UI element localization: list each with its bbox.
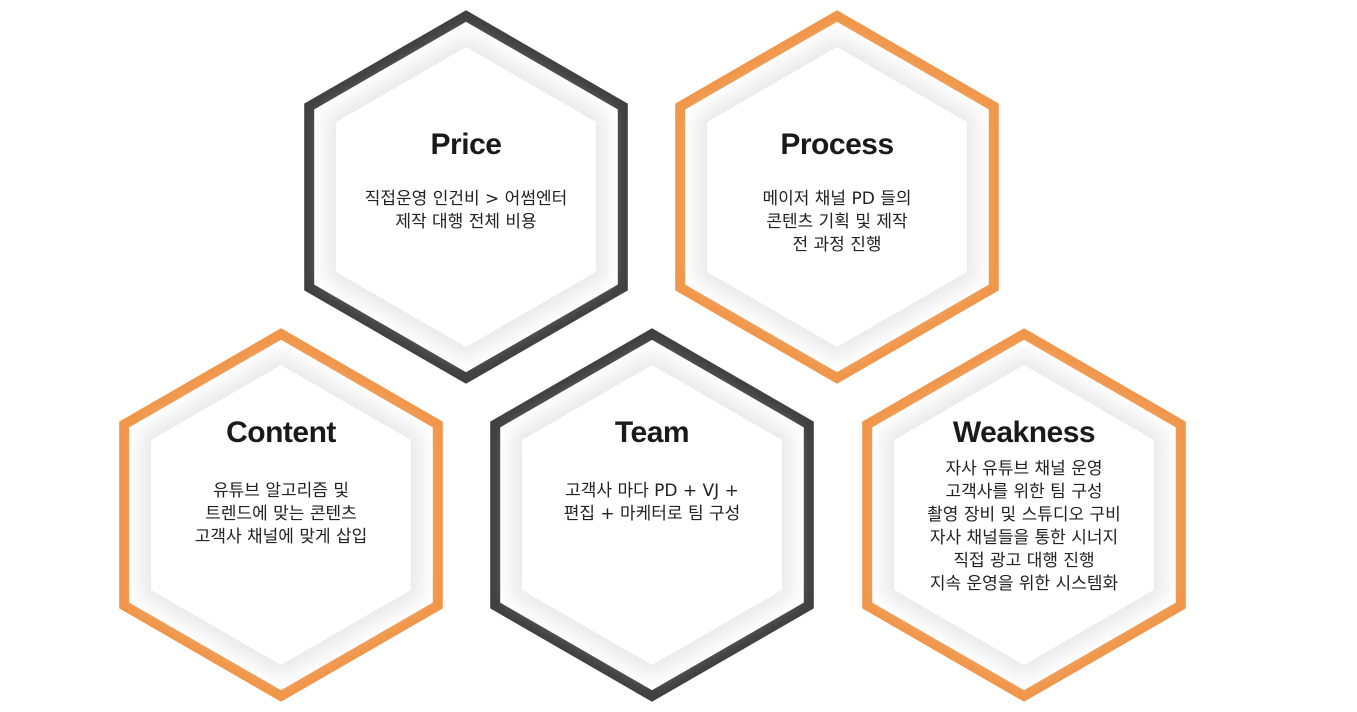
team-line-2: 편집 + 마케터로 팀 구성: [563, 504, 741, 524]
content-title: Content: [226, 416, 336, 449]
process-line-3: 전 과정 진행: [792, 235, 882, 255]
weakness-line-6: 지속 운영을 위한 시스템화: [929, 574, 1119, 594]
content-line-2: 트렌드에 맞는 콘텐츠: [205, 504, 357, 524]
weakness-line-3: 촬영 장비 및 스튜디오 구비: [927, 505, 1121, 525]
hexagon-process: Process 메이저 채널 PD 들의 콘텐츠 기획 및 제작 전 과정 진행: [687, 128, 987, 257]
hexagon-weakness: Weakness 자사 유튜브 채널 운영 고객사를 위한 팀 구성 촬영 장비…: [874, 416, 1174, 596]
price-hexagon-inner: [336, 47, 596, 347]
weakness-line-2: 고객사를 위한 팀 구성: [945, 482, 1103, 502]
hexagon-team: Team 고객사 마다 PD + VJ + 편집 + 마케터로 팀 구성: [502, 416, 802, 526]
team-hexagon-inner: [522, 365, 782, 665]
process-title: Process: [780, 128, 894, 161]
price-line-2: 제작 대행 전체 비용: [395, 212, 537, 232]
content-line-3: 고객사 채널에 맞게 삽입: [194, 527, 368, 547]
hexagon-content: Content 유튜브 알고리즘 및 트렌드에 맞는 콘텐츠 고객사 채널에 맞…: [131, 416, 431, 549]
process-line-1: 메이저 채널 PD 들의: [762, 189, 912, 209]
weakness-title: Weakness: [952, 416, 1096, 449]
team-line-1: 고객사 마다 PD + VJ +: [565, 481, 739, 501]
content-hexagon-inner: [151, 365, 411, 665]
process-line-2: 콘텐츠 기획 및 제작: [766, 212, 908, 232]
weakness-line-1: 자사 유튜브 채널 운영: [945, 459, 1103, 479]
weakness-line-5: 직접 광고 대행 진행: [953, 551, 1095, 571]
weakness-line-4: 자사 채널들을 통한 시너지: [929, 528, 1119, 548]
team-title: Team: [614, 416, 690, 449]
price-title: Price: [430, 128, 502, 161]
content-line-1: 유튜브 알고리즘 및: [213, 481, 349, 501]
weakness-hexagon-inner: [894, 365, 1154, 665]
hexagon-price: Price 직접운영 인건비 > 어썸엔터 제작 대행 전체 비용: [316, 128, 616, 234]
price-line-1: 직접운영 인건비 > 어썸엔터: [364, 189, 568, 209]
process-hexagon-inner: [707, 47, 967, 347]
